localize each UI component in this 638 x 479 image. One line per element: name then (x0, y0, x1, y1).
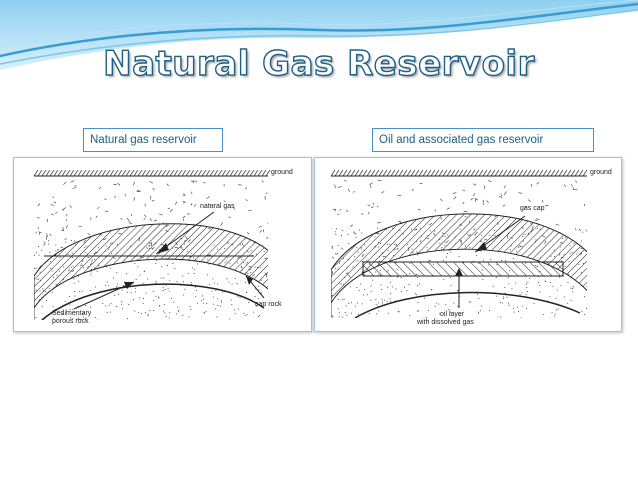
caption-oil-gas-reservoir: Oil and associated gas reservoir (372, 128, 594, 152)
label-natural-gas: natural gas (200, 203, 235, 210)
lower-boundary (354, 291, 581, 319)
arrow-natural-gas (155, 211, 215, 255)
arrow-gas-cap (474, 215, 526, 253)
label-sedimentary-1: Sedimentary (52, 310, 92, 317)
label-oil-layer-2: with dissolved gas (416, 319, 474, 326)
natural-gas-reservoir-diagram: ground natural gas cap rock Sedimentary … (13, 157, 312, 332)
arrow-oil-layer (455, 268, 463, 308)
arrow-sedimentary (73, 281, 135, 310)
label-gas-cap: gas cap (520, 205, 545, 212)
label-sedimentary-2: porous rock (52, 318, 89, 325)
porous-rock-layer (34, 258, 268, 326)
lower-boundary (41, 283, 265, 321)
arrow-cap-rock (245, 275, 265, 299)
decorative-header-wave (0, 0, 638, 70)
label-ground: ground (271, 169, 293, 176)
oil-layer (362, 261, 564, 277)
slide-title: Natural Gas Reservoir (102, 43, 535, 84)
label-oil-layer-1: oil layer (440, 311, 465, 318)
label-cap-rock: cap rock (255, 301, 282, 308)
ground-hatch-left (33, 169, 271, 177)
caption-natural-gas-reservoir: Natural gas reservoir (83, 128, 223, 152)
oil-gas-reservoir-diagram: ground gas cap oil layer with dissolved … (314, 157, 622, 332)
label-ground: ground (590, 169, 612, 176)
ground-hatch-right (330, 169, 588, 177)
